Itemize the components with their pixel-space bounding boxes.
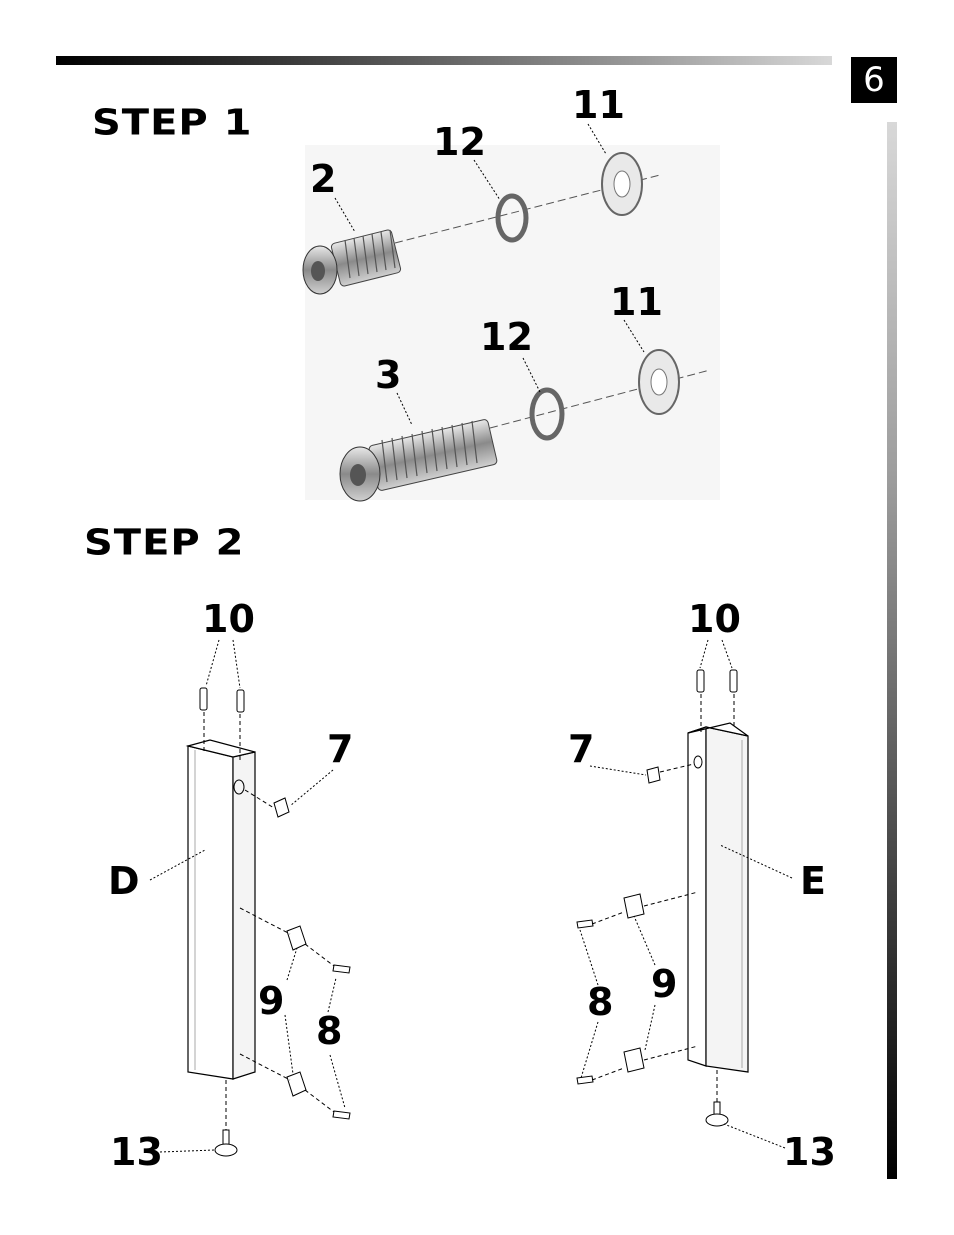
callout-left-pins-10: 10 xyxy=(202,600,255,638)
post-e xyxy=(688,723,748,1072)
callout-right-nut-7: 7 xyxy=(568,730,594,768)
callout-bolt-2: 2 xyxy=(310,160,336,198)
callout-lockwasher-12-b: 12 xyxy=(480,318,533,356)
callout-washer-11-a: 11 xyxy=(572,86,625,124)
callout-left-nut-7: 7 xyxy=(327,730,353,768)
callout-post-d: D xyxy=(108,862,140,900)
callout-right-bracket-9: 9 xyxy=(651,965,677,1003)
post-d xyxy=(188,740,255,1079)
callout-left-foot-13: 13 xyxy=(110,1133,163,1171)
callout-right-foot-13: 13 xyxy=(783,1133,836,1171)
callout-lockwasher-12-a: 12 xyxy=(433,123,486,161)
bolt-2-assembly xyxy=(303,153,660,294)
callout-left-screw-8: 8 xyxy=(316,1012,342,1050)
callout-post-e: E xyxy=(800,862,826,900)
callout-right-pins-10: 10 xyxy=(688,600,741,638)
callout-left-bracket-9: 9 xyxy=(258,982,284,1020)
callout-right-screw-8: 8 xyxy=(587,983,613,1021)
callout-bolt-3: 3 xyxy=(375,356,401,394)
callout-washer-11-b: 11 xyxy=(610,283,663,321)
right-leaders xyxy=(580,640,792,1148)
